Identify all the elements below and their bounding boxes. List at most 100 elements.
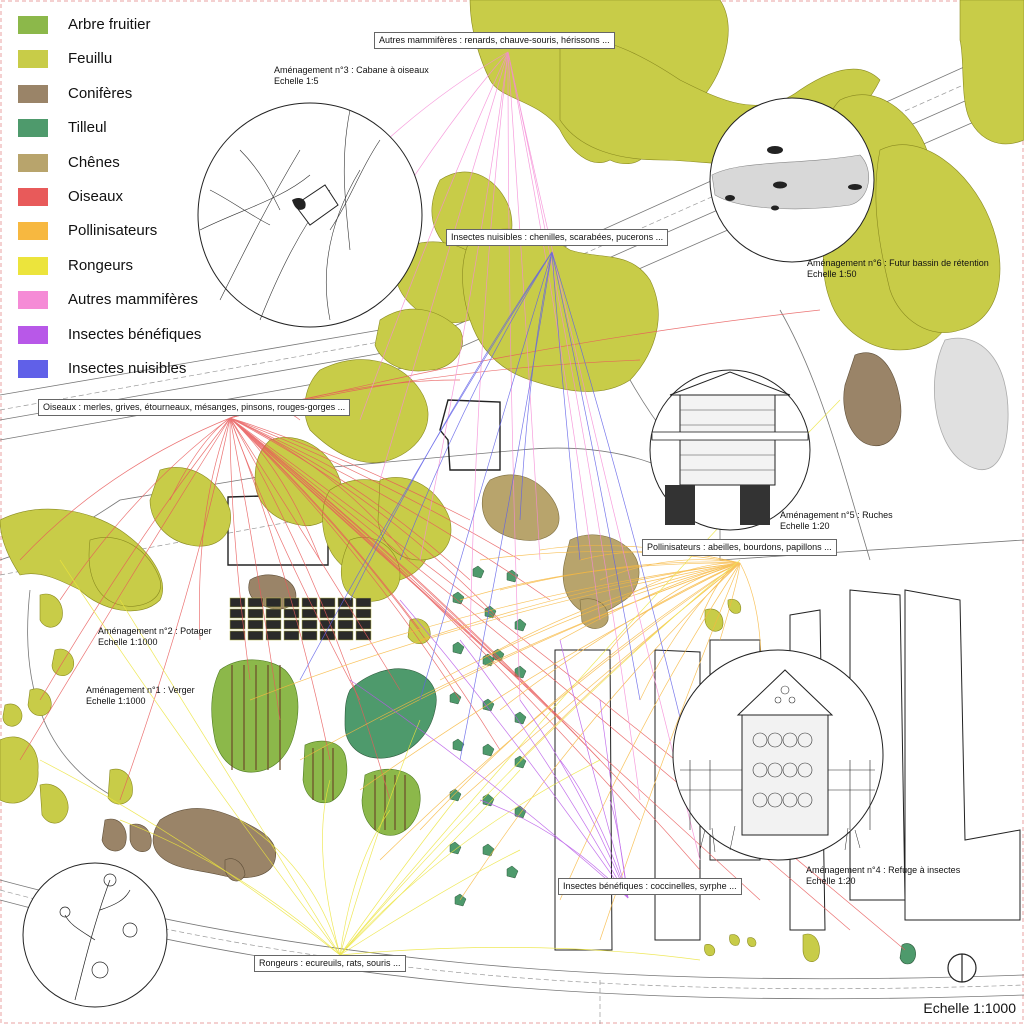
species-link	[609, 562, 741, 651]
species-link	[459, 562, 741, 801]
legend-label: Feuillu	[68, 50, 113, 68]
species-link	[619, 562, 741, 601]
small-tree-dot	[506, 865, 519, 879]
garden-bed	[355, 608, 372, 619]
legend-label: Oiseaux	[68, 187, 124, 205]
species-link	[507, 51, 701, 861]
small-tree-dot	[482, 843, 495, 857]
garden-bed	[265, 630, 282, 641]
garden-bed	[301, 630, 318, 641]
scale-label: Echelle 1:1000	[923, 1000, 1016, 1016]
species-link	[519, 251, 553, 521]
legend-label: Autres mammifères	[68, 291, 199, 309]
species-link	[229, 417, 361, 701]
species-link	[379, 51, 509, 481]
garden-bed	[301, 608, 318, 619]
species-link	[239, 819, 341, 956]
species-link	[229, 417, 601, 761]
legend-label: Insectes bénéfiques	[68, 325, 202, 343]
insect-refuge-detail-circle	[672, 649, 884, 861]
species-link	[359, 562, 741, 791]
legend-item: Rongeurs	[18, 255, 248, 289]
garden-bed	[247, 630, 264, 641]
species-link	[229, 417, 421, 631]
small-tree-dot	[449, 788, 462, 802]
small-tree-dot	[449, 691, 462, 705]
species-link	[699, 562, 741, 621]
orchard	[211, 659, 421, 836]
species-link	[322, 779, 341, 956]
species-link	[399, 599, 629, 899]
species-link	[339, 719, 421, 956]
species-link	[59, 417, 231, 601]
species-link	[719, 562, 741, 641]
species-link	[169, 417, 231, 501]
flower-illustration-circle	[22, 862, 168, 1008]
legend-label: Conifères	[68, 84, 133, 102]
small-tree-dot	[452, 641, 465, 655]
garden-bed	[229, 608, 246, 619]
species-link	[459, 251, 553, 761]
species-link	[469, 51, 509, 641]
species-link	[229, 417, 521, 561]
species-link	[507, 51, 521, 701]
species-link	[339, 759, 601, 956]
legend-item: Chênes	[18, 152, 248, 186]
species-link	[349, 679, 629, 899]
species-link	[229, 417, 761, 901]
species-link	[551, 251, 641, 701]
small-tree-dot	[454, 893, 467, 907]
species-link	[419, 562, 741, 641]
small-tree-dot	[482, 793, 495, 807]
legend-item: Insectes bénéfiques	[18, 324, 248, 358]
legend-swatch	[18, 222, 48, 241]
species-link	[229, 417, 641, 821]
species-link	[229, 417, 501, 751]
garden-bed	[265, 619, 282, 630]
species-link	[39, 417, 231, 701]
species-link	[39, 759, 341, 956]
small-tree-dot	[514, 711, 527, 725]
retention-basin-detail-circle	[709, 97, 875, 263]
label-pollinisateurs: Pollinisateurs : abeilles, bourdons, pap…	[642, 539, 837, 556]
garden-bed	[247, 597, 264, 608]
garden-bed	[247, 619, 264, 630]
species-link	[199, 417, 231, 641]
species-link	[229, 417, 471, 521]
legend-swatch	[18, 153, 48, 172]
label-oiseaux: Oiseaux : merles, grives, étourneaux, mé…	[38, 399, 351, 416]
species-link	[499, 562, 741, 711]
legend-swatch	[18, 256, 48, 275]
small-tree-dot	[452, 591, 465, 605]
legend-item: Tilleul	[18, 117, 248, 151]
species-link	[419, 251, 553, 701]
legend-label: Tilleul	[68, 119, 107, 137]
small-tree-dot	[514, 618, 527, 632]
legend-swatch	[18, 359, 48, 378]
small-tree-dot	[514, 755, 527, 769]
species-link	[419, 562, 741, 831]
garden-bed	[301, 619, 318, 630]
species-link	[229, 417, 401, 691]
species-link	[229, 417, 906, 951]
garden-bed	[283, 608, 300, 619]
species-link	[399, 251, 553, 561]
species-link	[229, 417, 411, 561]
species-link	[229, 417, 461, 701]
birdhouse-detail-circle	[197, 102, 423, 328]
garden-bed	[283, 619, 300, 630]
garden-bed	[337, 619, 354, 630]
garden-bed	[355, 619, 372, 630]
species-link	[551, 251, 581, 561]
label-insectes-nuisibles: Insectes nuisibles : chenilles, scarabée…	[446, 229, 669, 246]
species-link	[507, 51, 601, 621]
species-link	[119, 417, 231, 801]
north-arrow-icon	[947, 953, 977, 983]
species-link	[229, 417, 251, 681]
species-link	[599, 559, 741, 581]
species-link	[379, 562, 741, 861]
